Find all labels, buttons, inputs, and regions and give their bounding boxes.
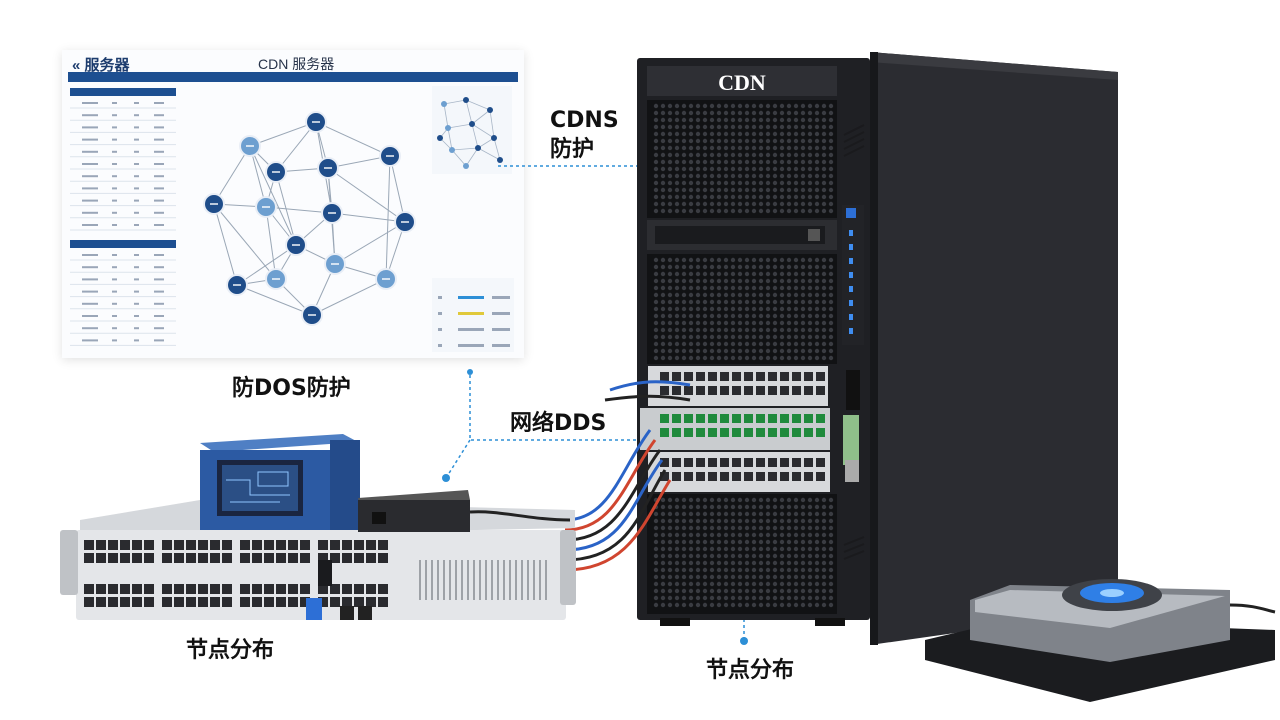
callout-dot (730, 161, 740, 171)
cooling-fan-pad (925, 579, 1276, 702)
node-distribution-label-left: 节点分布 (186, 638, 275, 663)
power-adapter (358, 490, 571, 532)
cdns-label-line1: CDNS (550, 108, 619, 133)
dashboard-panel (62, 50, 524, 358)
panel-back-title: 服务器 (84, 57, 130, 74)
cdns-label-line2: 防护 (550, 137, 595, 162)
rack-switch (60, 500, 576, 620)
anti-dos-label: 防DOS防护 (232, 376, 351, 401)
server-brand-label: CDN (718, 70, 766, 95)
network-appliance (200, 434, 360, 530)
panel-title: CDN 服务器 (258, 56, 335, 72)
tower-server (637, 52, 1118, 645)
panel-header-bar (68, 72, 518, 82)
cdns-protection-label: CDNS 防护 (550, 106, 619, 164)
double-chevron-left-icon: « (72, 57, 81, 74)
panel-back-link[interactable]: « 服务器 (72, 54, 130, 75)
node-distribution-label-right: 节点分布 (706, 658, 795, 683)
network-dds-label: 网络DDS (510, 411, 607, 436)
